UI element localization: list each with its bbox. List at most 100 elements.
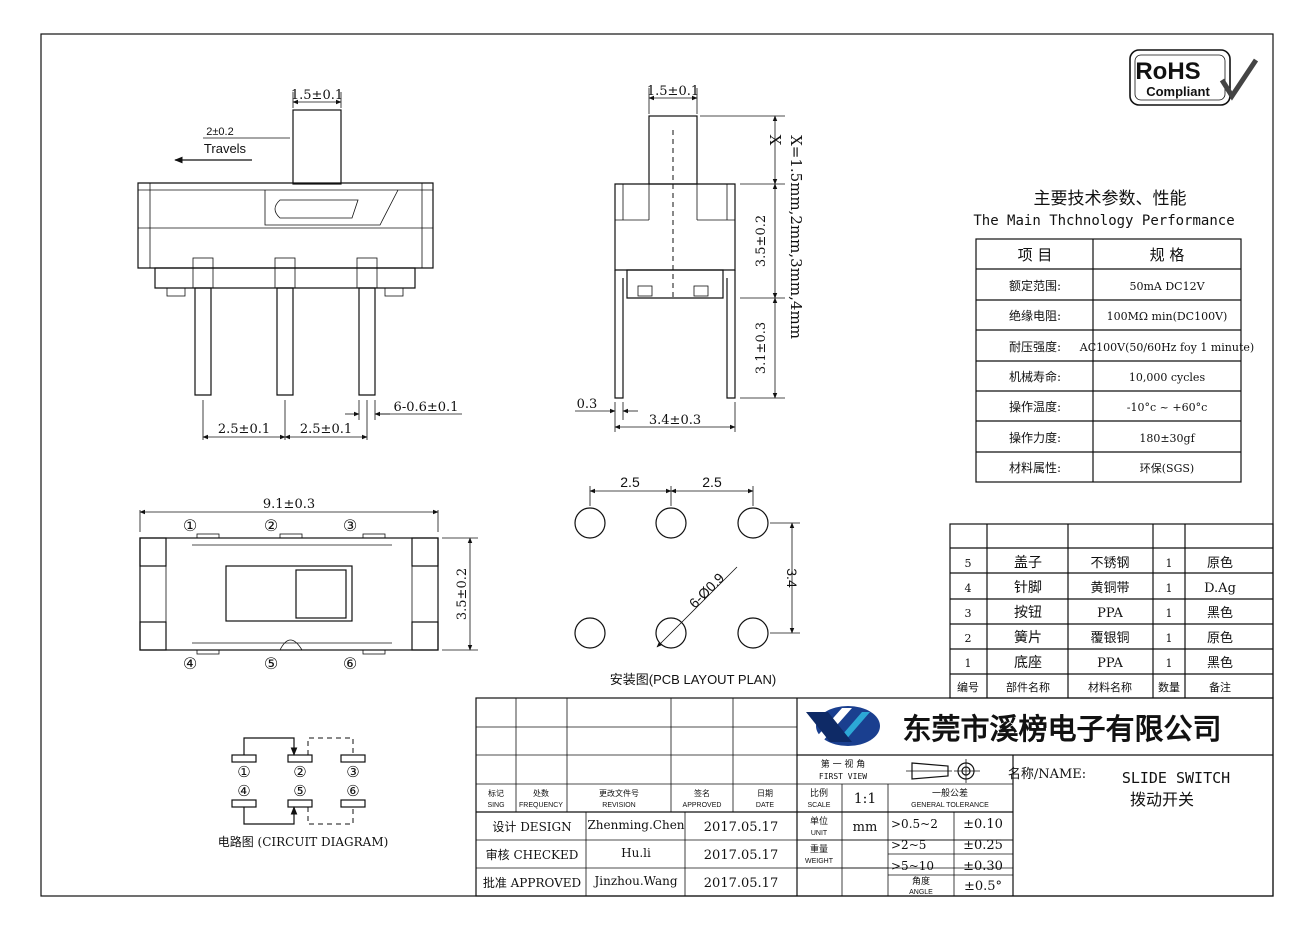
pin-label-4: ④ xyxy=(183,656,197,673)
pcb-layout: 2.5 2.5 3.4 6-Ø0.9 安装图(PCB LAYOUT PLAN) xyxy=(574,474,800,687)
pin-width-dim: 6-0.6±0.1 xyxy=(394,400,459,415)
circuit-pin-2: ② xyxy=(293,764,306,781)
performance-title-cn: 主要技术参数、性能 xyxy=(1034,189,1187,209)
signoff-name: Jinzhou.Wang xyxy=(592,874,677,888)
bom-row-material: 黄铜带 xyxy=(1090,581,1129,596)
bom-row-material: 不锈钢 xyxy=(1090,556,1129,571)
scale-label-en: SCALE xyxy=(808,802,831,809)
bom-row-remark: D.Ag xyxy=(1204,581,1236,596)
perf-row-item: 操作力度: xyxy=(1009,430,1061,445)
bom-row-no: 1 xyxy=(965,657,972,670)
bom-row-qty: 1 xyxy=(1166,657,1173,670)
bom-header-no: 编号 xyxy=(957,680,979,694)
pcb-pitch-2-dim: 2.5 xyxy=(702,474,722,490)
bom-row-part: 按钮 xyxy=(1014,605,1042,621)
pcb-hole-dim: 6-Ø0.9 xyxy=(686,570,728,612)
perf-row-item: 机械寿命: xyxy=(1009,369,1061,384)
view-label-cn: 第 一 视 角 xyxy=(821,758,866,770)
tolerance-range: >5~10 xyxy=(891,859,934,873)
bom-row-no: 4 xyxy=(965,582,972,595)
product-name-en: SLIDE SWITCH xyxy=(1122,769,1230,787)
angle-label-cn: 角度 xyxy=(912,875,930,887)
first-angle-projection-icon xyxy=(906,759,980,783)
bom-row-material: 覆银铜 xyxy=(1090,631,1129,646)
side-top-width-dim: 1.5±0.1 xyxy=(291,88,343,103)
revision-header-en: REVISION xyxy=(602,802,635,809)
signoff-role: 审核 CHECKED xyxy=(486,847,579,862)
company-name: 东莞市溪榜电子有限公司 xyxy=(902,712,1221,746)
company-logo xyxy=(806,706,880,746)
circuit-pin-1: ① xyxy=(237,764,250,781)
perf-row-spec: AC100V(50/60Hz foy 1 minute) xyxy=(1079,341,1254,354)
angle-tolerance-value: ±0.5° xyxy=(964,879,1002,894)
side-view: 1.5±0.1 2±0.2 Travels 2.5±0.1 2.5±0.1 6-… xyxy=(137,88,462,440)
top-height-dim: 3.5±0.2 xyxy=(455,568,470,620)
signoff-name: Zhenming.Chen xyxy=(587,818,684,832)
drawing-border xyxy=(40,33,1274,897)
revision-header-cn: 标记 xyxy=(488,788,504,798)
perf-row-item: 操作温度: xyxy=(1009,399,1061,414)
travel-value-label: 2±0.2 xyxy=(206,126,233,138)
rohs-logo: RoHS Compliant xyxy=(1129,49,1259,106)
bom-row-remark: 原色 xyxy=(1207,630,1233,646)
rohs-compliant-text: Compliant xyxy=(1146,84,1210,99)
tolerance-value: ±0.10 xyxy=(963,817,1003,832)
tolerance-range: >0.5~2 xyxy=(891,817,938,831)
perf-row-item: 绝缘电阻: xyxy=(1009,308,1061,323)
signoff-name: Hu.li xyxy=(621,846,651,860)
revision-header-en: APPROVED xyxy=(683,802,722,809)
x-values-note: X=1.5mm,2mm,3mm,4mm xyxy=(787,135,805,339)
pin-thickness-dim: 0.3 xyxy=(577,397,598,412)
bom-header-material: 材料名称 xyxy=(1088,680,1132,694)
pin-label-3: ③ xyxy=(343,518,357,535)
view-label-en: FIRST VIEW xyxy=(819,772,867,781)
tolerance-range: >2~5 xyxy=(891,838,926,852)
bom-row-remark: 黑色 xyxy=(1207,655,1233,671)
bom-row-remark: 原色 xyxy=(1207,555,1233,571)
pin-label-2: ② xyxy=(264,518,278,535)
revision-header-en: SING xyxy=(487,802,504,809)
bom-row-qty: 1 xyxy=(1166,632,1173,645)
bom-row-part: 底座 xyxy=(1014,655,1042,671)
perf-row-spec: 180±30gf xyxy=(1139,432,1195,445)
perf-row-spec: 50mA DC12V xyxy=(1129,280,1205,293)
end-top-width-dim: 1.5±0.1 xyxy=(647,84,699,99)
perf-row-item: 额定范围: xyxy=(1009,278,1061,293)
top-view: 9.1±0.3 3.5±0.2 ① ② ③ ④ ⑤ ⑥ xyxy=(139,497,478,673)
signoff-role: 批准 APPROVED xyxy=(483,875,581,890)
angle-label-en: ANGLE xyxy=(909,889,933,896)
tolerance-label-en: GENERAL TOLERANCE xyxy=(911,802,989,809)
signoff-role: 设计 DESIGN xyxy=(492,820,571,834)
revision-header-cn: 更改文件号 xyxy=(599,788,639,798)
bom-row-qty: 1 xyxy=(1166,607,1173,620)
product-name-cn: 拨动开关 xyxy=(1130,790,1194,809)
tolerance-label-cn: 一般公差 xyxy=(932,787,968,799)
bom-header-qty: 数量 xyxy=(1158,681,1180,694)
revision-header-cn: 日期 xyxy=(757,789,773,798)
weight-label-cn: 重量 xyxy=(810,843,828,855)
circuit-caption: 电路图 (CIRCUIT DIAGRAM) xyxy=(218,834,389,849)
perf-row-spec: 10,000 cycles xyxy=(1129,371,1206,384)
circuit-pin-5: ⑤ xyxy=(293,783,306,800)
perf-row-item: 耐压强度: xyxy=(1009,339,1061,354)
signoff-date: 2017.05.17 xyxy=(704,820,778,835)
circuit-pin-4: ④ xyxy=(237,783,250,800)
bom-row-no: 2 xyxy=(965,632,972,645)
pcb-caption: 安装图(PCB LAYOUT PLAN) xyxy=(610,672,776,687)
travels-label: Travels xyxy=(204,141,247,156)
circuit-pin-6: ⑥ xyxy=(346,783,359,800)
scale-label-cn: 比例 xyxy=(810,787,828,799)
tolerance-value: ±0.25 xyxy=(963,838,1003,853)
performance-table: 主要技术参数、性能 The Main Thchnology Performanc… xyxy=(973,189,1254,483)
bom-row-material: PPA xyxy=(1097,656,1123,671)
circuit-pin-3: ③ xyxy=(346,764,359,781)
name-label: 名称/NAME: xyxy=(1008,766,1086,782)
bom-row-qty: 1 xyxy=(1166,582,1173,595)
rohs-text: RoHS xyxy=(1135,58,1200,85)
scale-value: 1:1 xyxy=(854,791,877,807)
bom-row-material: PPA xyxy=(1097,606,1123,621)
bom-row-part: 盖子 xyxy=(1014,555,1042,571)
pitch-left-dim: 2.5±0.1 xyxy=(218,422,270,437)
